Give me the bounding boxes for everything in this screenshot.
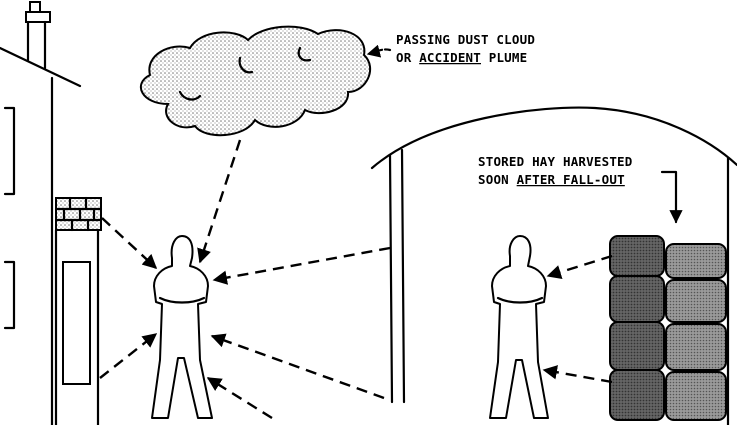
brick-pier — [54, 196, 103, 232]
house-roof-line — [0, 46, 82, 88]
cloud-label: PASSING DUST CLOUD OR ACCIDENT PLUME — [366, 32, 535, 65]
chimney-stack — [26, 20, 47, 70]
hay-bale — [609, 275, 665, 323]
radiation-paths — [99, 139, 613, 420]
cloud-label-line2: OR ACCIDENT PLUME — [396, 50, 527, 65]
house — [0, 1, 103, 425]
arrow-from-ground-right — [210, 333, 385, 400]
chimney-cap — [25, 11, 51, 23]
window-lower — [3, 260, 16, 330]
hay-bales — [609, 235, 727, 421]
arrow-from-cloud — [197, 139, 242, 264]
hay-bale — [665, 279, 727, 323]
pier-column — [54, 228, 100, 425]
hay-bale — [665, 371, 727, 421]
hay-bale — [609, 321, 665, 371]
barn-post — [388, 148, 406, 404]
hay-pointer — [660, 170, 683, 224]
dust-cloud — [139, 25, 371, 137]
hay-label: STORED HAY HARVESTED SOON AFTER FALL-OUT — [478, 154, 683, 224]
chimney — [29, 1, 41, 13]
person-in-barn — [489, 235, 549, 419]
arrow-from-barn-wall — [212, 246, 391, 285]
window-upper — [3, 106, 16, 196]
hay-bale — [665, 323, 727, 371]
person-outdoors — [151, 235, 213, 419]
hay-label-line1: STORED HAY HARVESTED — [478, 154, 633, 169]
arrow-from-hay-lower — [542, 365, 613, 384]
arrow-from-pier — [101, 217, 158, 269]
hay-label-line2: SOON AFTER FALL-OUT — [478, 172, 625, 187]
arrow-from-ground-left — [99, 333, 158, 379]
pier-panel — [62, 261, 91, 385]
cloud-label-line1: PASSING DUST CLOUD — [396, 32, 535, 47]
arrow-from-ground-front — [206, 376, 273, 420]
barn — [370, 106, 737, 425]
cloud-pointer — [366, 44, 392, 58]
barn-roof — [370, 106, 737, 170]
arrow-from-hay-upper — [546, 254, 613, 280]
hay-bale — [609, 369, 665, 421]
hay-bale — [609, 235, 665, 277]
hay-bale — [665, 243, 727, 279]
